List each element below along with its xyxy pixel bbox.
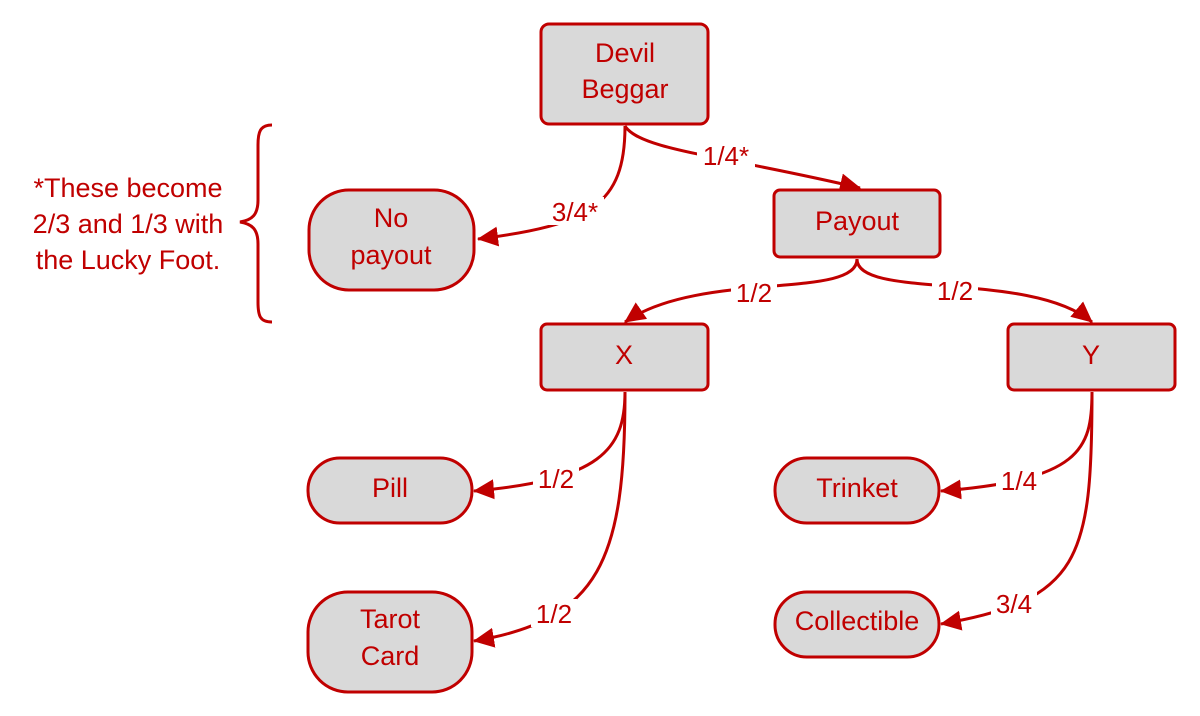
svg-text:Trinket: Trinket	[816, 473, 898, 503]
svg-text:1/2: 1/2	[736, 278, 772, 308]
node-no-payout: No payout	[307, 188, 476, 292]
svg-text:*These become: *These become	[33, 173, 222, 203]
node-y: Y	[1006, 322, 1177, 392]
edge-x-to-tarot	[473, 391, 627, 648]
svg-text:Y: Y	[1082, 340, 1100, 370]
edge-label-payout-to-y: 1/2	[932, 276, 978, 306]
svg-text:payout: payout	[350, 240, 432, 270]
svg-text:No: No	[374, 203, 409, 233]
svg-text:3/4*: 3/4*	[552, 197, 598, 227]
svg-text:1/4*: 1/4*	[703, 141, 749, 171]
svg-text:1/2: 1/2	[937, 276, 973, 306]
svg-text:Beggar: Beggar	[581, 74, 668, 104]
edge-label-payout-to-x: 1/2	[731, 278, 777, 308]
svg-text:Tarot: Tarot	[360, 604, 421, 634]
node-devil-beggar: Devil Beggar	[539, 22, 710, 126]
edge-label-x-to-pill: 1/2	[533, 464, 579, 494]
node-x: X	[539, 322, 710, 392]
edge-devil-to-payout	[623, 125, 861, 194]
edge-label-y-to-collectible: 3/4	[991, 589, 1037, 619]
svg-text:3/4: 3/4	[996, 589, 1032, 619]
svg-text:Collectible: Collectible	[795, 606, 920, 636]
svg-text:1/2: 1/2	[538, 464, 574, 494]
edge-label-x-to-tarot: 1/2	[531, 599, 577, 629]
svg-text:Pill: Pill	[372, 473, 408, 503]
node-tarot-card: Tarot Card	[306, 590, 474, 694]
svg-text:X: X	[615, 340, 633, 370]
svg-text:Card: Card	[361, 641, 420, 671]
svg-text:2/3 and 1/3 with: 2/3 and 1/3 with	[33, 209, 224, 239]
svg-text:1/4: 1/4	[1001, 466, 1037, 496]
footnote-brace	[239, 123, 273, 324]
svg-text:Devil: Devil	[595, 38, 655, 68]
svg-text:the Lucky Foot.: the Lucky Foot.	[36, 245, 221, 275]
node-trinket: Trinket	[773, 456, 941, 525]
svg-text:Payout: Payout	[815, 206, 900, 236]
edge-label-devil-to-no-payout: 3/4*	[546, 197, 604, 227]
edge-label-y-to-trinket: 1/4	[996, 466, 1042, 496]
edge-label-devil-to-payout: 1/4*	[697, 141, 755, 171]
node-collectible: Collectible	[773, 590, 941, 659]
footnote-text: *These become 2/3 and 1/3 with the Lucky…	[33, 173, 224, 275]
svg-text:1/2: 1/2	[536, 599, 572, 629]
node-pill: Pill	[306, 456, 474, 525]
node-payout: Payout	[772, 188, 942, 259]
edge-y-to-collectible	[940, 391, 1094, 631]
